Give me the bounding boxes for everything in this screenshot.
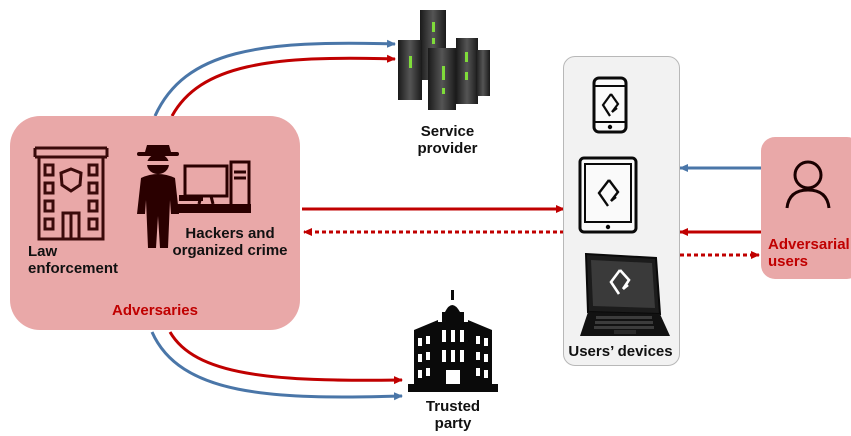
users-devices-label: Users’ devices [568, 343, 673, 360]
arrow-adversaries-to-provider-red [170, 54, 396, 117]
hackers-label: Hackers and organized crime [172, 225, 288, 259]
trusted-party-label: Trusted party [425, 398, 481, 432]
user-icon [785, 160, 831, 209]
trusted-building-icon [408, 290, 498, 392]
arrow-adversaries-to-provider-blue [153, 39, 396, 117]
law-enforcement-label: Law enforcement [28, 243, 119, 277]
laptop-icon [580, 252, 670, 336]
adversarial-users-label: Adversarial users [768, 236, 850, 270]
adversaries-group-label: Adversaries [112, 302, 198, 319]
server-rack-icon [398, 10, 490, 110]
arrow-adversaries-to-trusted-blue [150, 331, 403, 401]
hacker-icon [137, 145, 179, 248]
tablet-icon [578, 156, 638, 234]
police-building-icon [33, 146, 109, 241]
smartphone-icon [592, 76, 628, 134]
service-provider-label: Service provider [417, 123, 478, 157]
arrow-adversaries-to-trusted-red [168, 331, 403, 385]
computer-icon [173, 160, 251, 213]
